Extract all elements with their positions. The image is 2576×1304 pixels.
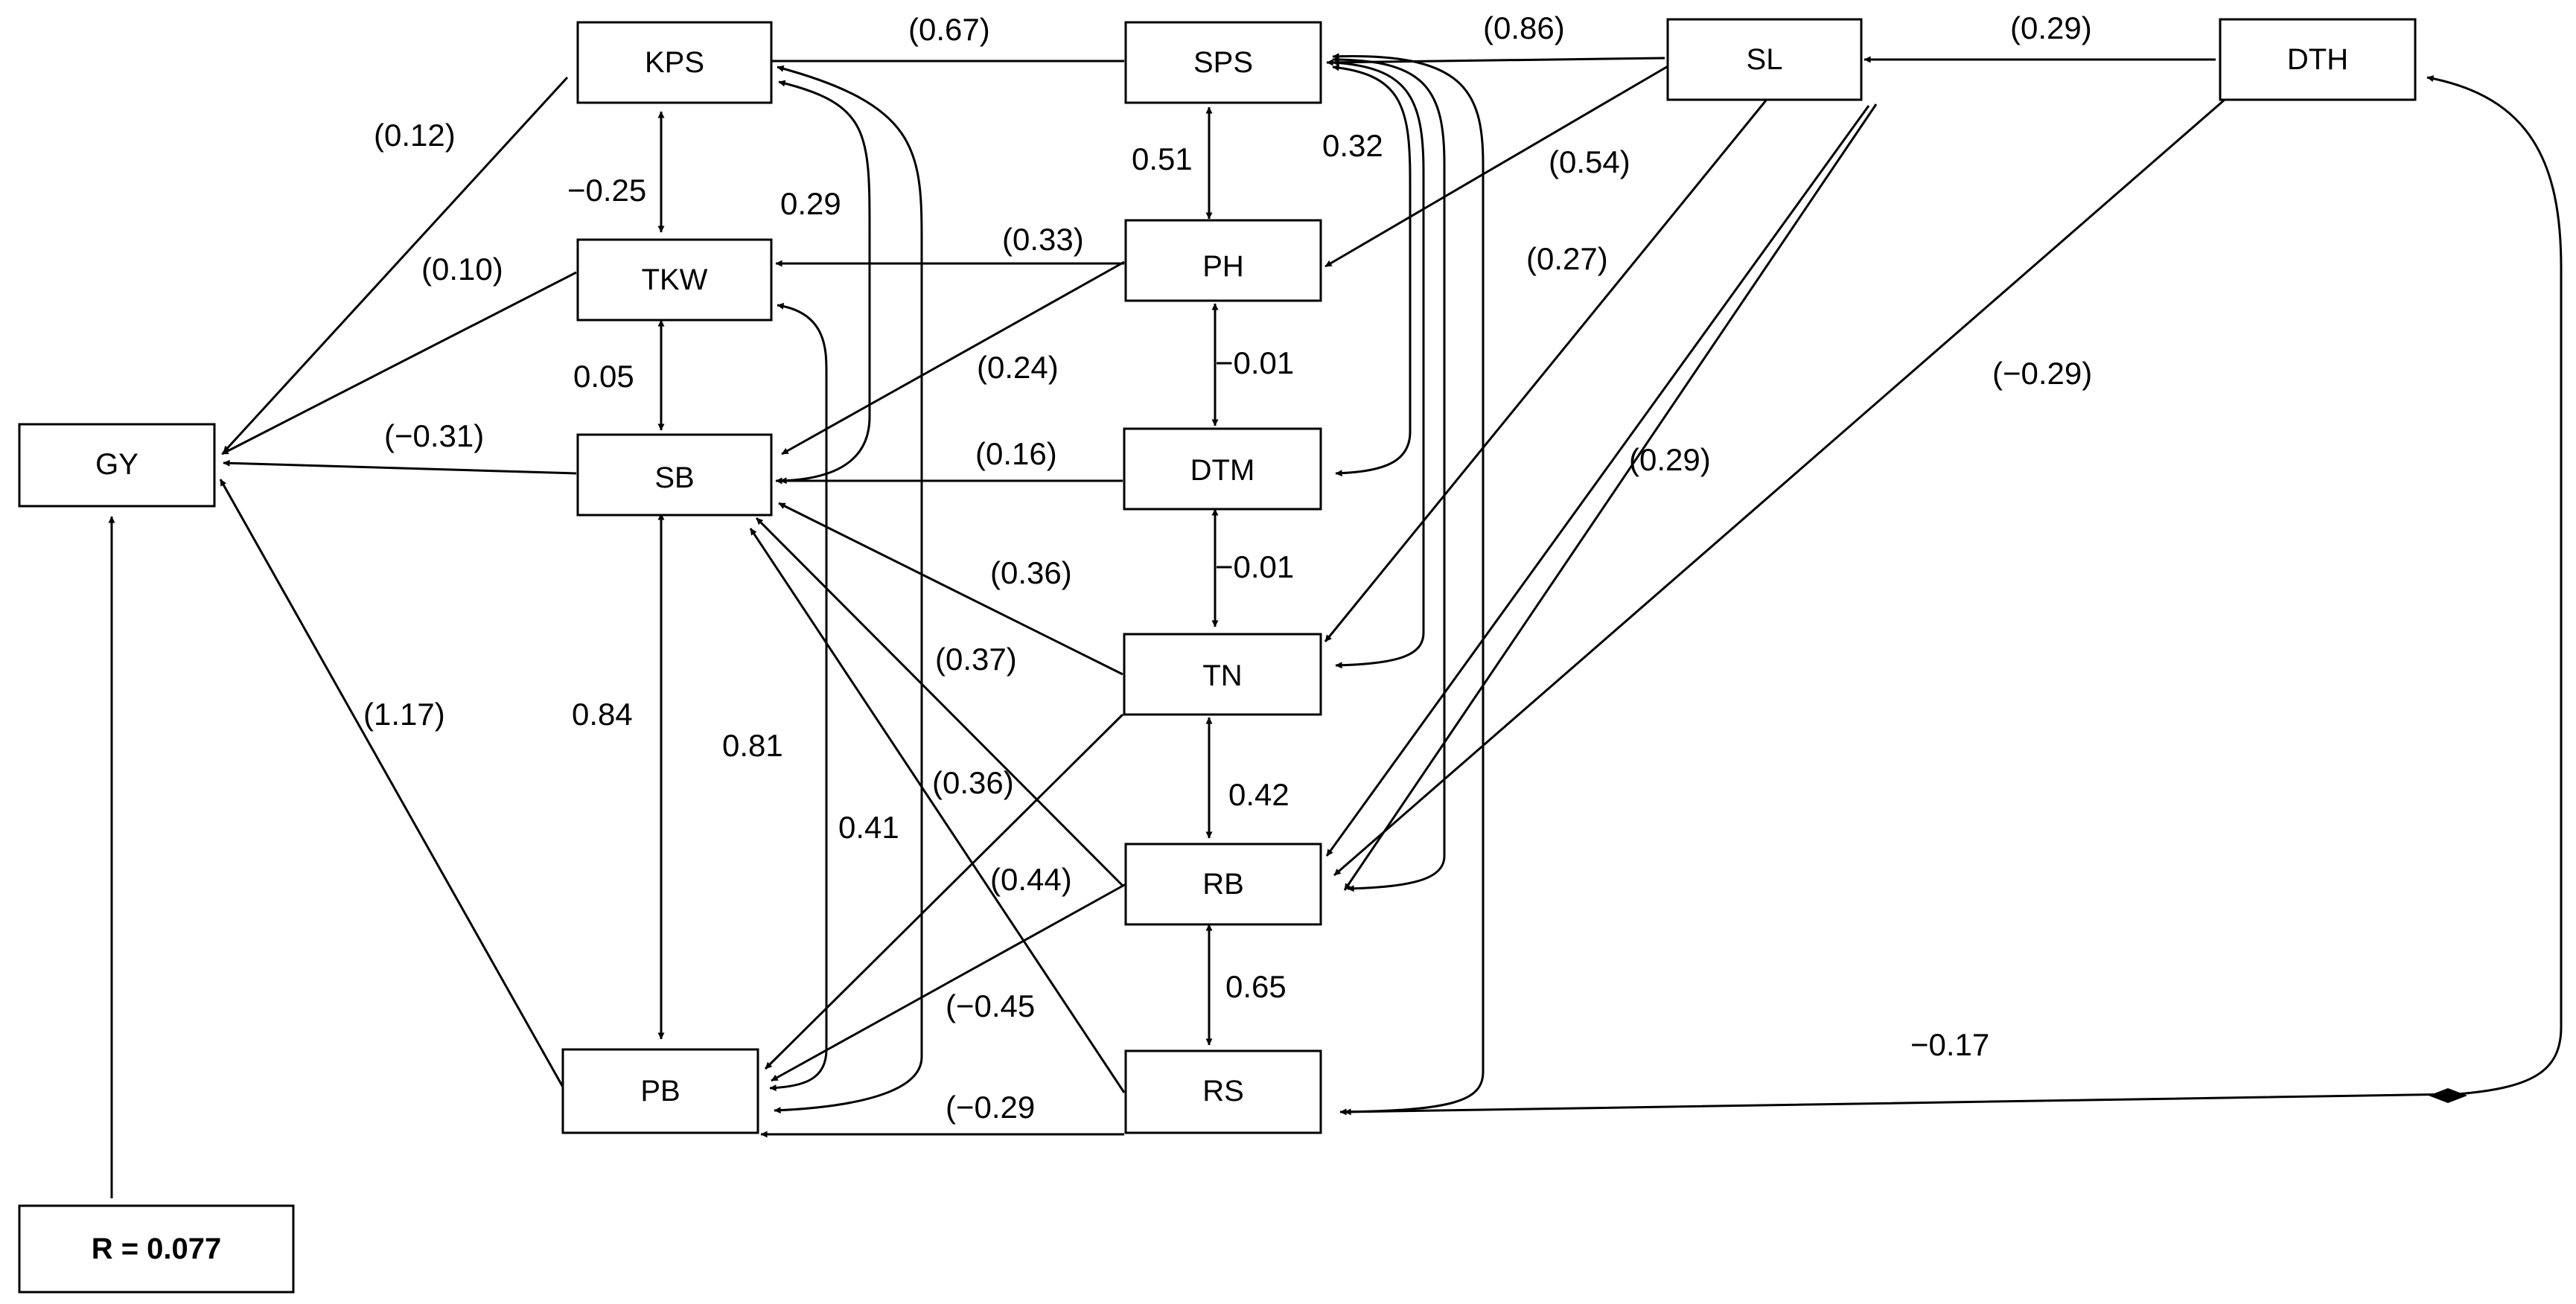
coef-ph-dtm: −0.01 bbox=[1215, 345, 1294, 380]
corr-kps-sb bbox=[778, 80, 871, 485]
edge-sl-tn bbox=[1324, 96, 1770, 642]
coef-dth-rb: (−0.29) bbox=[1992, 356, 2092, 391]
edge-rb-pb bbox=[771, 883, 1126, 1082]
coef-sb-gy: (−0.31) bbox=[384, 418, 484, 453]
coef-sl-tn: (0.27) bbox=[1526, 241, 1608, 276]
node-pb-label: PB bbox=[640, 1075, 680, 1108]
node-sb-label: SB bbox=[654, 461, 694, 494]
edge-tn-sb bbox=[778, 502, 1123, 676]
residual-box: R = 0.077 bbox=[18, 1204, 295, 1294]
edge-pb-gy bbox=[219, 479, 566, 1090]
correlations bbox=[657, 53, 2563, 1116]
node-sps-label: SPS bbox=[1193, 46, 1253, 79]
node-dtm-label: DTM bbox=[1190, 454, 1255, 487]
coef-ph-tkw: (0.33) bbox=[1002, 222, 1084, 257]
node-kps-label: KPS bbox=[645, 46, 704, 79]
coef-rb-pb: (0.44) bbox=[990, 862, 1072, 897]
node-dth: DTH bbox=[2219, 18, 2417, 101]
node-sb: SB bbox=[576, 433, 773, 517]
node-rs: RS bbox=[1124, 1049, 1322, 1134]
coef-sb-pb: 0.84 bbox=[572, 697, 633, 732]
corr-dth-rs bbox=[1344, 75, 2563, 1116]
coef-dth-sl: (0.29) bbox=[2010, 10, 2092, 45]
edge-sb-gy bbox=[223, 459, 577, 475]
node-tkw: TKW bbox=[576, 238, 773, 322]
coef-dtm-tn: −0.01 bbox=[1215, 549, 1294, 584]
node-rs-label: RS bbox=[1202, 1075, 1244, 1108]
coef-rb-sb: (0.37) bbox=[935, 642, 1017, 677]
coef-kps-sb: 0.29 bbox=[780, 186, 841, 221]
node-pb: PB bbox=[561, 1048, 759, 1134]
node-tn-label: TN bbox=[1202, 659, 1242, 692]
coef-sps-dtm: 0.32 bbox=[1322, 128, 1383, 163]
node-dtm: DTM bbox=[1123, 427, 1322, 511]
coef-rs-sb: (−0.45 bbox=[946, 988, 1035, 1023]
coef-ph-sb: (0.24) bbox=[977, 350, 1059, 385]
coef-dth-rs: −0.17 bbox=[1910, 1027, 1989, 1062]
node-ph-label: PH bbox=[1202, 250, 1244, 283]
node-sps: SPS bbox=[1124, 21, 1322, 104]
nodes: KPS SPS SL DTH TKW PH GY SB bbox=[18, 18, 2417, 1294]
node-tkw-label: TKW bbox=[642, 263, 708, 296]
edge-sl-sps bbox=[1326, 57, 1665, 66]
coef-sl-rb: (0.29) bbox=[1629, 442, 1711, 477]
node-ph: PH bbox=[1124, 219, 1322, 302]
residual-label: R = 0.077 bbox=[92, 1233, 222, 1265]
coef-rb-rs: 0.65 bbox=[1225, 969, 1287, 1004]
edge-tn-pb bbox=[764, 713, 1124, 1070]
edge-rs-sb bbox=[749, 528, 1126, 1093]
coef-kps-gy: (0.12) bbox=[374, 118, 456, 153]
coef-tkw-sb: 0.05 bbox=[573, 359, 634, 394]
node-dth-label: DTH bbox=[2287, 43, 2348, 76]
coef-pb-gy: (1.17) bbox=[363, 697, 445, 732]
coef-sps-kps: (0.67) bbox=[908, 12, 990, 47]
coef-kps-pb: 0.41 bbox=[838, 810, 899, 845]
diamond-marker bbox=[2429, 1088, 2467, 1103]
coef-sl-ph: (0.54) bbox=[1549, 144, 1630, 179]
node-kps: KPS bbox=[576, 21, 773, 104]
coefficients: (0.67) (0.86) (0.29) (0.12) −0.25 0.29 0… bbox=[363, 10, 2092, 1125]
node-tn: TN bbox=[1123, 633, 1322, 716]
node-rb: RB bbox=[1124, 843, 1322, 926]
coef-tkw-pb: 0.81 bbox=[722, 728, 783, 763]
node-sl-label: SL bbox=[1747, 43, 1783, 76]
corr-kps-pb bbox=[774, 65, 923, 1114]
node-sl: SL bbox=[1666, 18, 1863, 101]
coef-kps-tkw: −0.25 bbox=[567, 173, 646, 208]
edge-ph-sb bbox=[781, 261, 1125, 456]
coef-dtm-sb: (0.16) bbox=[975, 436, 1057, 471]
edge-rb-sb bbox=[755, 517, 1124, 887]
node-rb-label: RB bbox=[1202, 868, 1244, 901]
coef-tn-pb: (0.36) bbox=[932, 765, 1014, 800]
coef-sps-ph: 0.51 bbox=[1132, 141, 1193, 176]
edge-kps-gy bbox=[222, 76, 569, 454]
node-gy-label: GY bbox=[95, 448, 138, 481]
corr-sps-rs bbox=[1332, 53, 1485, 1116]
coef-tn-sb: (0.36) bbox=[990, 555, 1072, 590]
node-gy: GY bbox=[18, 423, 216, 508]
coef-tn-rb: 0.42 bbox=[1228, 777, 1289, 812]
coef-rs-pb: (−0.29 bbox=[946, 1090, 1035, 1125]
corr-tkw-pb bbox=[769, 302, 828, 1092]
edge-tkw-gy bbox=[221, 271, 577, 456]
coef-tkw-gy: (0.10) bbox=[421, 252, 503, 287]
coef-sl-sps: (0.86) bbox=[1483, 10, 1565, 45]
corr-sps-rb bbox=[1332, 56, 1446, 892]
edge-dth-rb bbox=[1333, 98, 2225, 877]
